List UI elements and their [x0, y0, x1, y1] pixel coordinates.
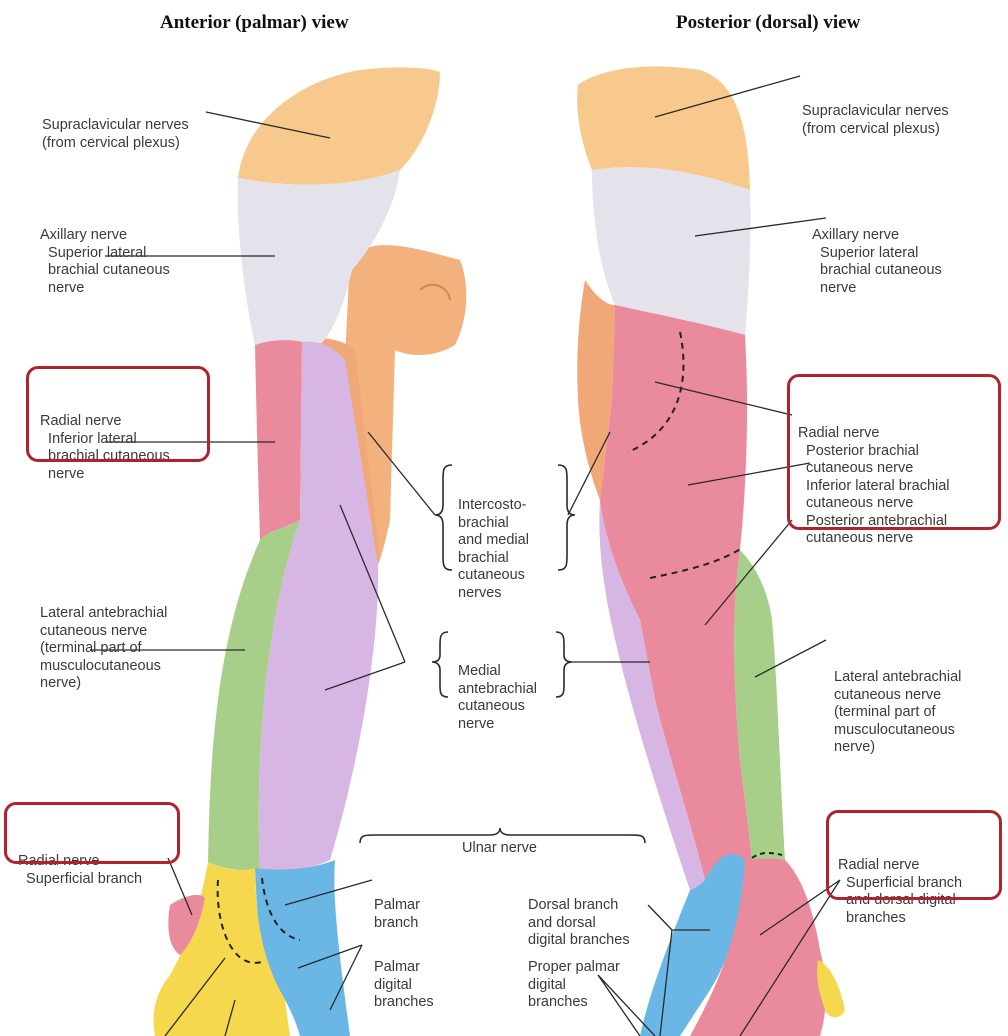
- posterior-dashed-wrist: [751, 852, 783, 859]
- posterior-view-title: Posterior (dorsal) view: [676, 12, 861, 33]
- brace-medial-right: [555, 631, 573, 698]
- brace-medial-left: [431, 631, 449, 698]
- posterior-medial-region: [599, 500, 705, 890]
- posterior-intercostobrachial-strip: [577, 280, 615, 500]
- label-anterior-supraclavicular: Supraclavicular nerves(from cervical ple…: [42, 117, 189, 151]
- brace-ulnar-horizontal: [359, 827, 646, 844]
- anterior-chest-region: [345, 245, 467, 565]
- label-posterior-radial: Radial nerve Posterior brachial cutaneou…: [798, 425, 950, 546]
- label-anterior-radial-superficial: Radial nerve Superficial branch: [18, 853, 143, 887]
- anterior-dashed-median-ulnar: [216, 879, 263, 964]
- brace-intercosto-right: [557, 464, 576, 571]
- posterior-dashed-middle: [649, 547, 743, 579]
- anterior-median-hand: [153, 862, 290, 1036]
- anterior-medial-region: [258, 341, 379, 871]
- posterior-axillary-region: [592, 167, 751, 335]
- posterior-radial-hand: [690, 858, 826, 1036]
- label-posterior-radial-superficial: Radial nerve Superficial branch and dors…: [838, 857, 963, 926]
- anterior-radial-superficial-patch: [168, 894, 205, 955]
- label-posterior-supraclavicular: Supraclavicular nerves(from cervical ple…: [802, 103, 949, 137]
- label-anterior-axillary: Axillary nerve Superior lateral brachial…: [40, 227, 170, 296]
- highlight-anterior-radial-superficial: [4, 802, 180, 864]
- label-ulnar-nerve: Ulnar nerve: [462, 840, 537, 856]
- label-posterior-axillary: Axillary nerve Superior lateral brachial…: [812, 227, 942, 296]
- brace-intercosto-left: [434, 464, 453, 571]
- brace-marks: [359, 464, 646, 844]
- anterior-dashed-palmar-branch: [261, 877, 301, 941]
- posterior-thumb-tip: [817, 960, 845, 1018]
- anterior-nipple: [419, 283, 451, 301]
- anterior-ulnar-hand: [255, 860, 350, 1036]
- posterior-supraclavicular-region: [577, 66, 750, 190]
- anterior-lateral-antebrachial-region: [208, 520, 300, 871]
- posterior-ulnar-hand: [640, 853, 745, 1036]
- highlight-anterior-radial-inferior: [26, 366, 210, 462]
- posterior-radial-region: [600, 305, 752, 880]
- highlight-posterior-radial: [787, 374, 1001, 530]
- posterior-dashed-upper: [627, 331, 685, 453]
- anterior-axillary-region: [237, 170, 400, 345]
- anterior-view-title: Anterior (palmar) view: [160, 12, 349, 33]
- anterior-radial-region: [255, 340, 302, 540]
- anterior-supraclavicular-region: [238, 67, 440, 185]
- leader-lines: [90, 75, 841, 1036]
- highlight-posterior-radial-superficial: [826, 810, 1002, 900]
- posterior-lateral-antebrachial-region: [734, 550, 785, 860]
